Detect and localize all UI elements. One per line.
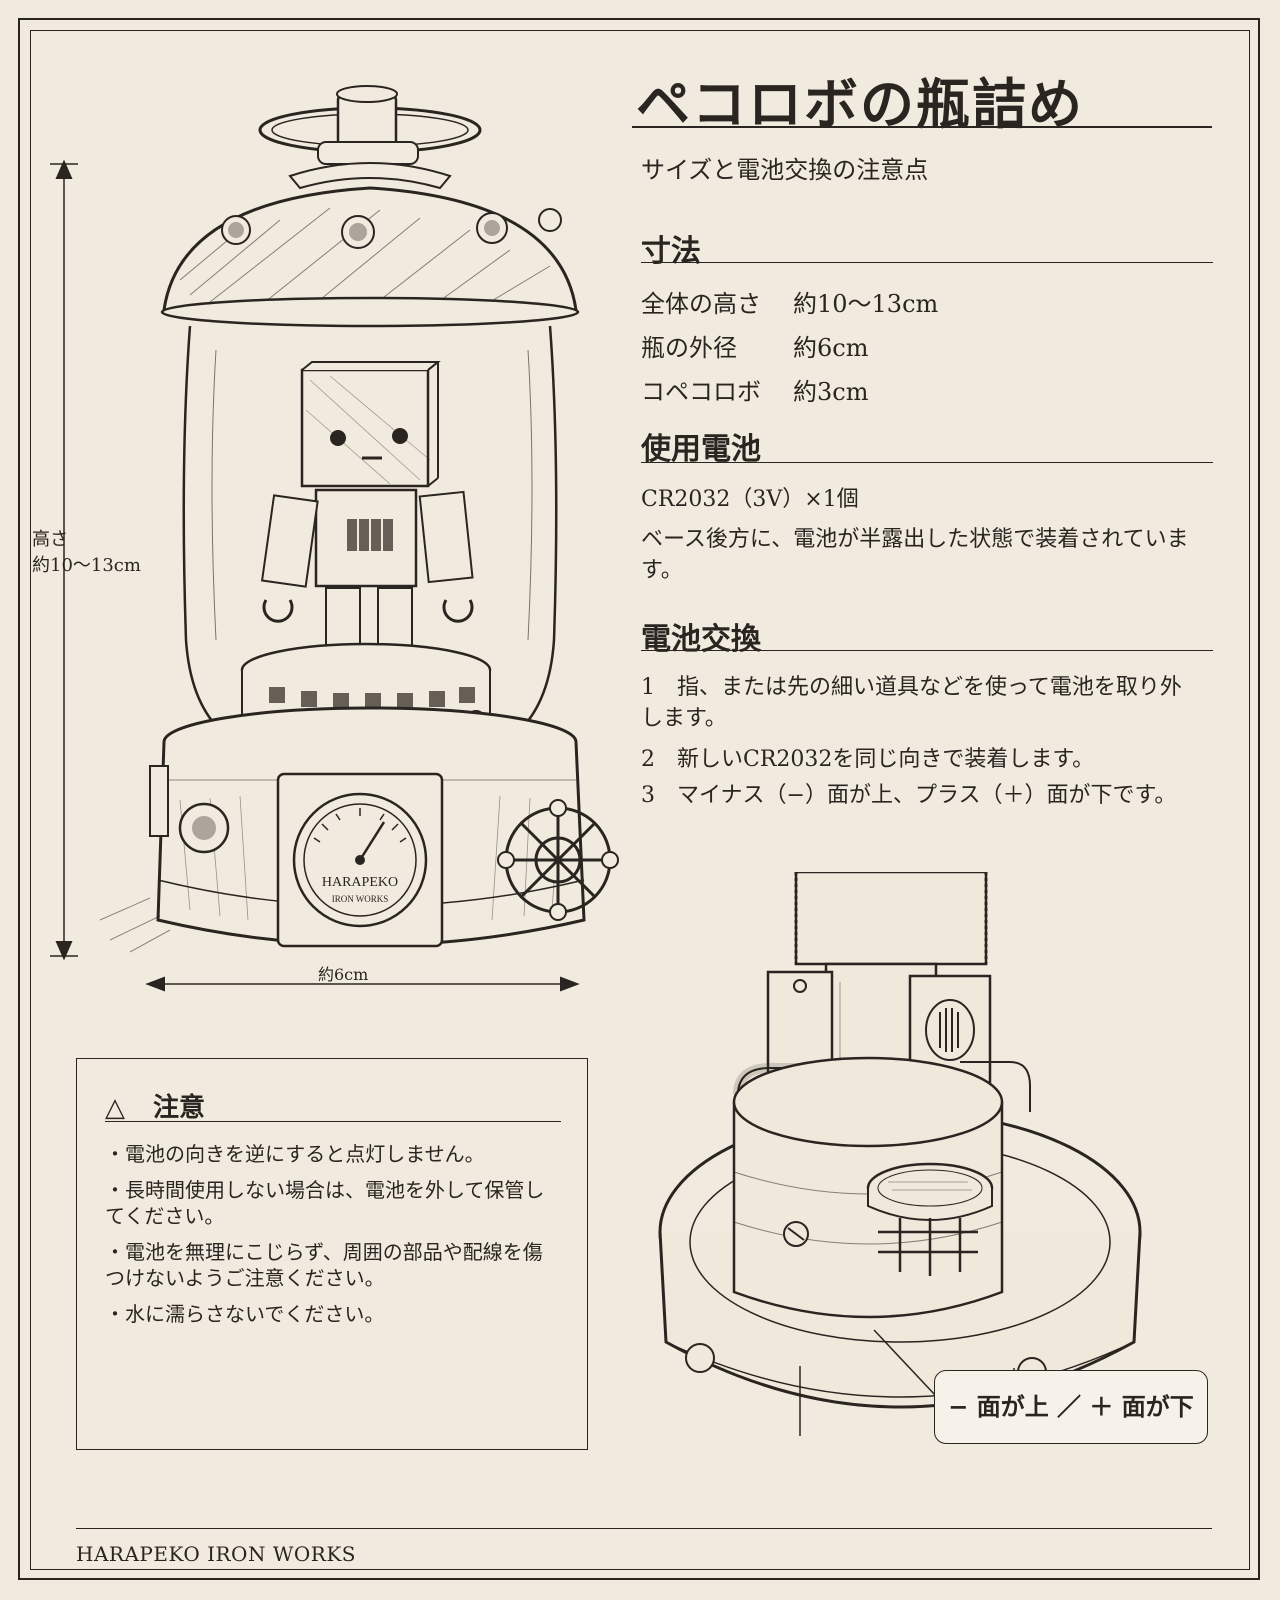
battery-model: CR2032（3V）×1個 <box>641 487 859 512</box>
warning-triangle-icon: △ <box>105 1093 125 1123</box>
height-label-line-1: 高さ <box>32 529 68 550</box>
width-label: 約6cm <box>318 965 369 984</box>
battery-heading: 使用電池 <box>641 432 761 467</box>
height-label: 高さ 約10〜13cm <box>32 527 141 579</box>
gauge-brand-text: HARAPEKO <box>322 875 398 890</box>
dimension-value: 約3cm <box>793 378 869 406</box>
battery-description: ベース後方に、電池が半露出した状態で装着されています。 <box>641 527 1189 583</box>
replacement-step: 2 新しいCR2032を同じ向きで装着します。 <box>641 747 1095 772</box>
replacement-heading: 電池交換 <box>641 622 761 657</box>
dimensions-heading: 寸法 <box>641 234 701 269</box>
dimension-value: 約10〜13cm <box>793 290 939 318</box>
height-label-line-2: 約10〜13cm <box>32 555 141 576</box>
caution-item: ・水に濡らさないでください。 <box>105 1302 385 1326</box>
caution-box: △ 注意 ・電池の向きを逆にすると点灯しません。 ・長時間使用しない場合は、電池を… <box>76 1058 588 1450</box>
caution-heading-text: 注意 <box>153 1093 206 1123</box>
dimension-label: コペコロボ <box>641 378 761 406</box>
robot-bottle-illustration: HARAPEKO IRON WORKS <box>50 85 619 992</box>
caution-item: ・電池を無理にこじらず、周囲の部品や配線を傷つけないようご注意ください。 <box>105 1240 543 1290</box>
page-subtitle: サイズと電池交換の注意点 <box>641 156 929 184</box>
dimension-label: 全体の高さ <box>641 290 761 318</box>
dimension-row-robot: コペコロボ 約3cm <box>641 372 868 407</box>
caution-item: ・電池の向きを逆にすると点灯しません。 <box>105 1142 485 1166</box>
dimension-value: 約6cm <box>793 334 869 362</box>
caution-heading: △ 注意 <box>105 1087 205 1124</box>
dimension-row-height: 全体の高さ 約10〜13cm <box>641 284 938 319</box>
page-title: ペコロボの瓶詰め <box>636 72 1084 136</box>
footer-brand: HARAPEKO IRON WORKS <box>76 1542 356 1566</box>
battery-divider <box>641 462 1213 463</box>
footer-divider <box>76 1528 1212 1529</box>
replacement-step: 1 指、または先の細い道具などを使って電池を取り外します。 <box>641 675 1182 731</box>
battery-cutaway-illustration <box>658 872 1142 1436</box>
outer-frame <box>18 18 1260 1580</box>
dimension-row-diameter: 瓶の外径 約6cm <box>641 328 868 363</box>
gauge-sub-text: IRON WORKS <box>332 894 389 904</box>
title-divider <box>632 126 1212 128</box>
inner-frame <box>30 30 1250 1570</box>
replacement-step: 3 マイナス（−）面が上、プラス（＋）面が下です。 <box>641 783 1177 808</box>
dimension-label: 瓶の外径 <box>641 334 737 362</box>
caution-item: ・長時間使用しない場合は、電池を外して保管してください。 <box>105 1178 545 1228</box>
caution-list: ・電池の向きを逆にすると点灯しません。 ・長時間使用しない場合は、電池を外して保… <box>105 1141 545 1337</box>
caution-divider <box>105 1121 561 1122</box>
replacement-divider <box>641 650 1213 651</box>
battery-orientation-callout: − 面が上 ／ ＋ 面が下 <box>934 1370 1208 1444</box>
dimensions-divider <box>641 262 1213 263</box>
